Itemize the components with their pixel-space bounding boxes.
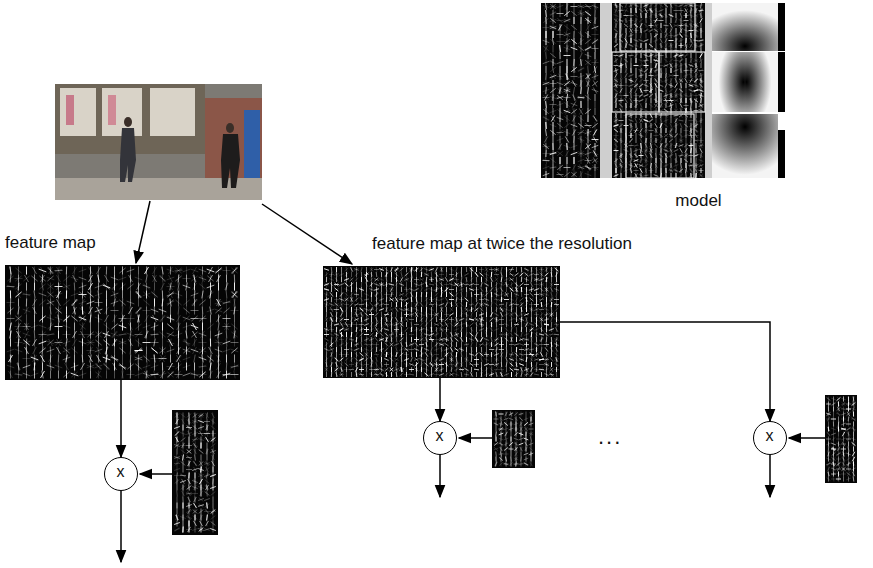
part-box <box>659 52 705 112</box>
output-arrow <box>769 455 771 497</box>
part-filter-image <box>825 395 857 483</box>
filter-arrow <box>459 437 492 439</box>
feature-map-image <box>5 265 240 380</box>
model-part-filters <box>612 3 705 178</box>
model-edge-bar <box>778 52 785 112</box>
panel-label: model <box>675 192 721 211</box>
photo-arrow <box>136 201 150 263</box>
deformation-cost <box>712 52 745 112</box>
output-arrow <box>439 455 441 497</box>
part-filter-image <box>492 410 535 468</box>
model-panel: model <box>541 3 852 178</box>
panel-label: feature map at twice the resolution <box>372 235 632 254</box>
part-box <box>620 3 695 51</box>
feature-map: feature map <box>5 265 240 380</box>
deformation-cost <box>745 52 778 112</box>
model-background <box>600 3 712 178</box>
street-photo <box>55 84 262 200</box>
filter-arrow <box>140 473 172 475</box>
multiply-circle: x <box>753 421 787 455</box>
operator-symbol: x <box>436 427 444 445</box>
multiply-circle: x <box>423 421 457 455</box>
ellipsis: ... <box>598 424 622 450</box>
flow-arrow <box>439 378 441 421</box>
panel-label: feature map <box>5 234 96 253</box>
filter-arrow <box>789 437 825 439</box>
photo-arrow <box>262 204 352 264</box>
deformation-cost <box>712 114 778 178</box>
model-edge-bar <box>778 130 785 178</box>
flow-arrow <box>560 322 770 421</box>
deformation-cost <box>712 3 778 51</box>
operator-symbol: x <box>117 463 125 481</box>
flow-arrow <box>120 380 122 457</box>
part-box <box>626 114 694 178</box>
operator-symbol: x <box>766 427 774 445</box>
model-edge-bar <box>778 3 785 51</box>
root-filter-image <box>172 410 218 535</box>
hires-feature-map-image <box>323 266 560 378</box>
output-arrow <box>120 491 122 562</box>
model-root-filter <box>541 3 600 178</box>
part-box <box>612 52 659 112</box>
feature-map: feature map at twice the resolution <box>323 266 560 378</box>
multiply-circle: x <box>104 457 138 491</box>
